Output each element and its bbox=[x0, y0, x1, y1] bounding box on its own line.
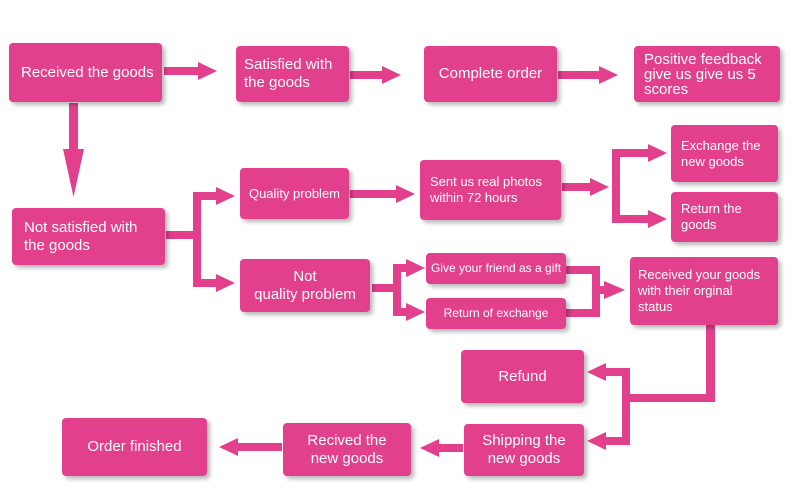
node-give-friend-gift: Give your friend as a gift bbox=[426, 253, 566, 284]
node-order-finished: Order finished bbox=[62, 418, 207, 476]
node-quality-problem: Quality problem bbox=[240, 168, 349, 219]
arrowhead-to-quality-problem bbox=[216, 187, 235, 205]
node-shipping-new-goods: Shipping the new goods bbox=[464, 424, 584, 476]
arrow-received-to-not-satisfied bbox=[69, 103, 78, 151]
node-complete-order-label: Complete order bbox=[438, 65, 543, 82]
arrow-satisfied-to-complete bbox=[350, 71, 384, 79]
arrowhead-to-exchange bbox=[648, 144, 667, 162]
node-quality-problem-label: Quality problem bbox=[248, 185, 341, 201]
arrowhead-to-shipping bbox=[587, 432, 606, 450]
node-order-finished-label: Order finished bbox=[87, 438, 182, 455]
node-received-original-status: Received your goods with their orginal s… bbox=[630, 257, 778, 325]
node-return-goods-label: Return the goods bbox=[681, 201, 742, 232]
node-satisfied: Satisfied with the goods bbox=[236, 46, 349, 102]
arrowhead-to-return-exchange bbox=[406, 303, 425, 321]
arrow-received-to-satisfied bbox=[164, 67, 200, 75]
node-return-of-exchange-label: Return of exchange bbox=[443, 306, 549, 320]
arrow-photos-branch-vertical bbox=[612, 149, 620, 223]
arrowhead-recived-to-finished bbox=[219, 438, 238, 456]
arrowhead-quality-to-photos bbox=[396, 185, 415, 203]
arrow-to-quality-top bbox=[193, 192, 219, 200]
arrow-to-not-quality-bottom bbox=[193, 279, 219, 287]
node-exchange-new-goods: Exchange the new goods bbox=[671, 125, 778, 182]
arrow-original-to-branch bbox=[622, 394, 715, 402]
node-shipping-new-goods-label: Shipping the new goods bbox=[482, 432, 566, 467]
node-sent-photos: Sent us real photos within 72 hours bbox=[420, 160, 561, 220]
arrowhead-to-return bbox=[648, 210, 667, 228]
node-received-goods-label: Received the goods bbox=[21, 63, 154, 81]
arrow-to-shipping bbox=[604, 437, 630, 445]
node-positive-feedback-label: Positive feedback give us give us 5 scor… bbox=[644, 50, 762, 98]
arrow-complete-to-feedback bbox=[558, 71, 601, 79]
arrowhead-to-refund bbox=[587, 363, 606, 381]
arrow-shipping-to-recived bbox=[437, 444, 463, 452]
arrow-return-exchange-out bbox=[566, 309, 596, 317]
node-refund-label: Refund bbox=[498, 367, 547, 385]
node-give-friend-gift-label: Give your friend as a gift bbox=[430, 261, 562, 275]
node-refund: Refund bbox=[461, 350, 584, 403]
arrow-to-return-exchange bbox=[393, 308, 408, 316]
arrow-photos-stem bbox=[562, 183, 592, 191]
arrow-to-refund bbox=[604, 368, 630, 376]
node-sent-photos-label: Sent us real photos within 72 hours bbox=[430, 174, 543, 205]
node-not-satisfied-label: Not satisfied with the goods bbox=[24, 218, 138, 254]
arrow-not-quality-branch-vertical bbox=[393, 264, 401, 316]
node-not-quality-problem-label: Not quality problem bbox=[254, 267, 356, 303]
arrow-to-exchange bbox=[612, 149, 650, 157]
node-not-satisfied: Not satisfied with the goods bbox=[12, 208, 165, 265]
node-recived-new-goods-label: Recived the new goods bbox=[307, 431, 387, 467]
arrow-recived-to-finished bbox=[236, 443, 282, 451]
node-not-quality-problem: Not quality problem bbox=[240, 259, 370, 312]
arrowhead-complete-to-feedback bbox=[599, 66, 618, 84]
arrow-refund-branch-vertical bbox=[622, 368, 630, 444]
arrow-merge-to-original bbox=[592, 286, 606, 294]
node-return-goods: Return the goods bbox=[671, 192, 778, 242]
arrow-quality-to-photos bbox=[350, 190, 398, 198]
arrowhead-to-gift bbox=[406, 259, 425, 277]
arrow-not-satisfied-stem bbox=[166, 231, 196, 239]
node-recived-new-goods: Recived the new goods bbox=[283, 423, 411, 476]
arrow-to-return bbox=[612, 215, 650, 223]
node-return-of-exchange: Return of exchange bbox=[426, 298, 566, 329]
arrowhead-to-not-quality-problem bbox=[216, 274, 235, 292]
node-positive-feedback: Positive feedback give us give us 5 scor… bbox=[634, 46, 780, 102]
arrow-not-quality-stem bbox=[372, 284, 398, 292]
node-exchange-new-goods-label: Exchange the new goods bbox=[681, 137, 761, 169]
node-received-original-status-label: Received your goods with their orginal s… bbox=[638, 267, 761, 314]
arrow-to-gift bbox=[393, 264, 408, 272]
arrow-branch-vertical bbox=[193, 192, 201, 287]
node-satisfied-label: Satisfied with the goods bbox=[244, 56, 333, 91]
arrowhead-shipping-to-recived bbox=[420, 439, 439, 457]
node-received-goods: Received the goods bbox=[9, 43, 162, 102]
arrowhead-to-original-status bbox=[604, 281, 625, 299]
arrowhead-photos-stem bbox=[590, 178, 609, 196]
arrowhead-received-to-satisfied bbox=[198, 62, 217, 80]
node-complete-order: Complete order bbox=[424, 46, 557, 102]
arrow-original-down bbox=[706, 324, 715, 402]
arrow-gift-out bbox=[566, 266, 596, 274]
arrowhead-received-to-not-satisfied bbox=[63, 149, 84, 197]
arrowhead-satisfied-to-complete bbox=[382, 66, 401, 84]
